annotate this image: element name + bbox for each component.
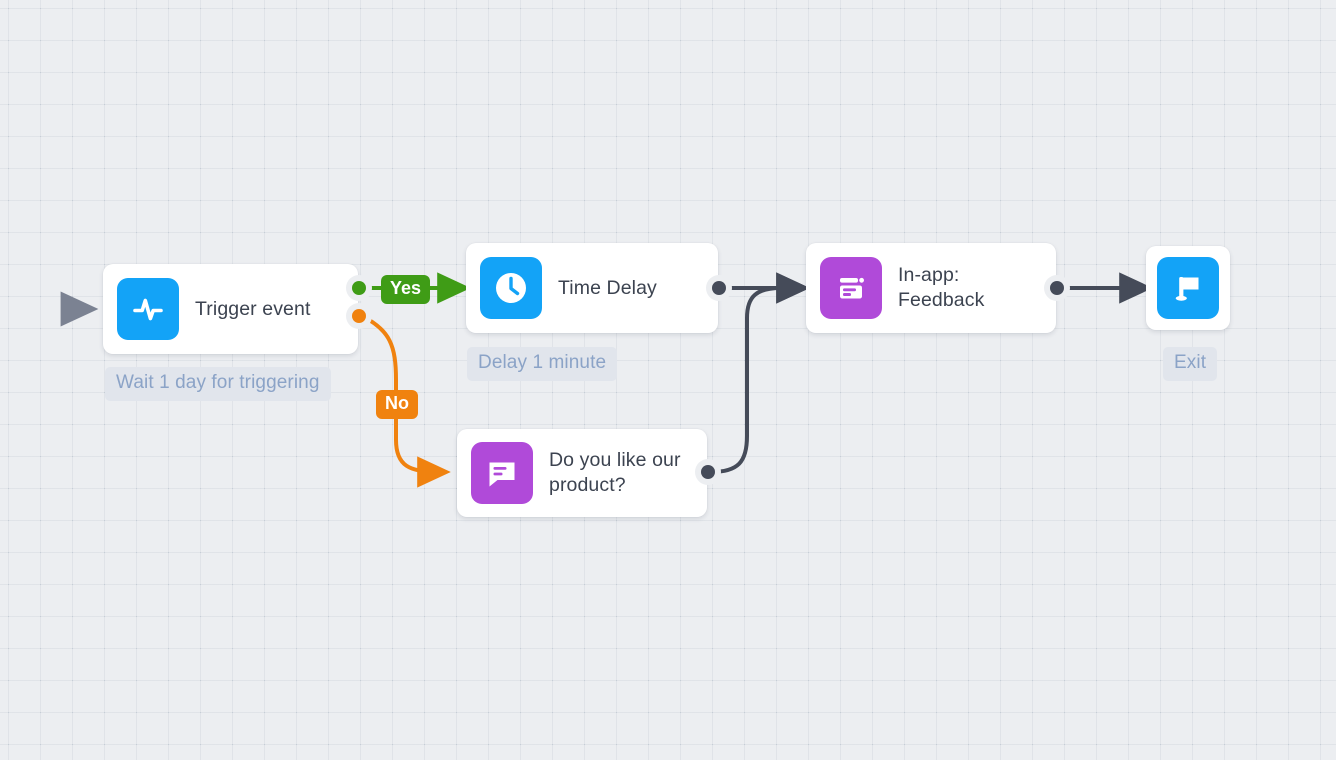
edge-question-to-in-app <box>710 272 810 474</box>
node-question-label: Do you like our product? <box>549 449 681 496</box>
time-delay-chip: Delay 1 minute <box>467 347 618 381</box>
in-app-out-port[interactable] <box>1050 281 1064 295</box>
node-in-app-feedback[interactable]: In-app: Feedback <box>806 243 1056 333</box>
node-question[interactable]: Do you like our product? <box>457 429 707 517</box>
branch-badge-yes[interactable]: Yes <box>381 275 431 304</box>
clock-icon <box>480 257 542 319</box>
branch-badge-no[interactable]: No <box>376 390 418 419</box>
in-app-message-icon <box>820 257 882 319</box>
node-time-delay[interactable]: Time Delay <box>466 243 718 333</box>
node-exit[interactable] <box>1146 246 1230 330</box>
exit-chip: Exit <box>1163 347 1218 381</box>
node-in-app-label: In-app: Feedback <box>898 264 985 311</box>
question-out-port[interactable] <box>701 465 715 479</box>
chat-bubble-icon <box>471 442 533 504</box>
node-trigger-label: Trigger event <box>195 297 311 320</box>
time-delay-out-port[interactable] <box>712 281 726 295</box>
activity-pulse-icon <box>117 278 179 340</box>
flag-icon <box>1157 257 1219 319</box>
node-time-delay-label: Time Delay <box>558 276 657 299</box>
trigger-yes-port[interactable] <box>352 281 366 295</box>
node-trigger-event[interactable]: Trigger event <box>103 264 358 354</box>
trigger-no-port[interactable] <box>352 309 366 323</box>
trigger-wait-chip: Wait 1 day for triggering <box>105 367 331 401</box>
